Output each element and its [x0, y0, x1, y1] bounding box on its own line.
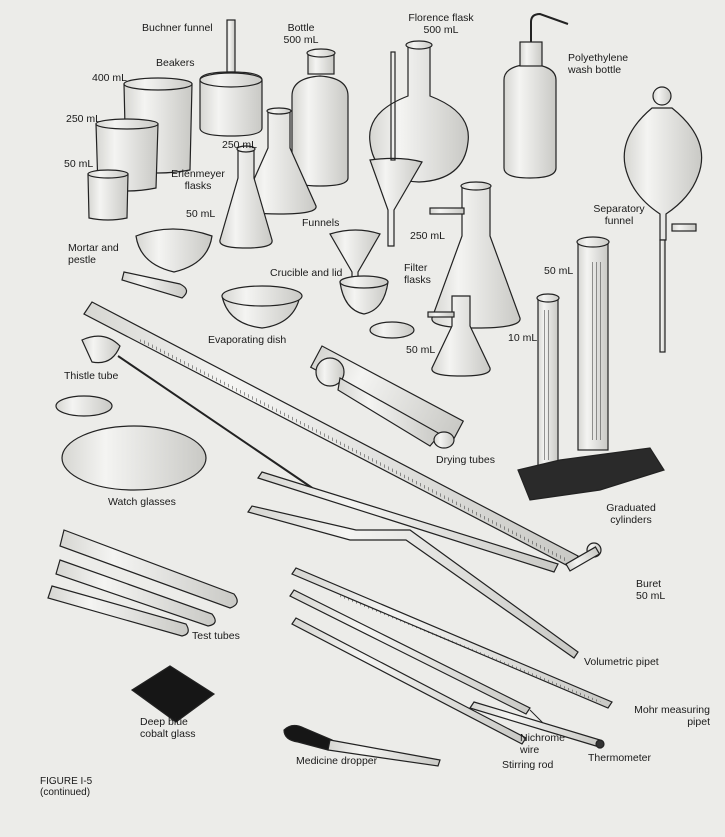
bottle-icon [291, 48, 349, 187]
graduated-cylinder-10-icon [536, 293, 560, 469]
label-mohr-pipet: Mohr measuring pipet [634, 704, 710, 728]
funnel-large-icon [369, 51, 423, 247]
mohr-pipet-icon [291, 567, 613, 709]
figure-caption: FIGURE I-5 [40, 776, 93, 787]
label-medicine-dropper: Medicine dropper [296, 755, 378, 767]
mortar-pestle-icon [121, 228, 213, 299]
cobalt-glass-icon [130, 665, 216, 723]
medicine-dropper-icon [283, 724, 441, 767]
test-tube-3-icon [47, 585, 189, 637]
test-tube-2-icon [55, 559, 216, 627]
label-watch-glasses: Watch glasses [108, 496, 176, 508]
volumetric-pipet-icon [247, 505, 579, 659]
label-crucible-lid: Crucible and lid [270, 267, 343, 279]
label-beaker-400: 400 mL [92, 72, 128, 84]
label-filter-50: 50 mL [406, 344, 436, 356]
separatory-funnel-icon [623, 86, 703, 353]
evaporating-dish-icon [221, 285, 303, 329]
erlenmeyer-50-icon [219, 145, 273, 249]
label-wash-bottle: Polyethylene wash bottle [568, 52, 629, 76]
label-thermometer: Thermometer [588, 752, 652, 764]
label-grad-10: 10 mL [508, 332, 538, 344]
graduated-cylinder-50-icon [576, 236, 610, 451]
label-thistle-tube: Thistle tube [64, 370, 119, 382]
label-test-tubes: Test tubes [192, 630, 240, 642]
label-drying-tubes: Drying tubes [436, 454, 495, 466]
label-beakers: Beakers [156, 57, 195, 69]
beaker-50-icon [87, 169, 129, 221]
watch-glass-small-icon [55, 395, 113, 417]
label-graduated-cylinders: Graduated cylinders [606, 502, 656, 526]
label-erlenmeyer-flasks: Erlenmeyer flasks [171, 168, 225, 192]
label-erlenmeyer-250: 250 mL [222, 139, 258, 151]
label-grad-50: 50 mL [544, 265, 574, 277]
label-volumetric-pipet: Volumetric pipet [584, 656, 659, 668]
label-funnels: Funnels [302, 217, 340, 229]
label-separatory-funnel: Separatory funnel [593, 203, 645, 227]
label-florence-flask: Florence flask 500 mL [408, 12, 474, 36]
label-filter-flasks: Filter flasks [404, 262, 431, 286]
wash-bottle-icon [503, 12, 569, 179]
label-evaporating-dish: Evaporating dish [208, 334, 287, 346]
buchner-funnel-icon [199, 19, 263, 137]
label-beaker-250: 250 mL [66, 113, 102, 125]
label-stirring-rod: Stirring rod [502, 759, 554, 771]
stirring-rod-icon [291, 617, 527, 745]
label-erlenmeyer-50: 50 mL [186, 208, 216, 220]
florence-flask-icon [369, 40, 469, 183]
label-bottle: Bottle 500 mL [283, 22, 319, 46]
thermometer-icon [469, 701, 605, 749]
buret-icon [257, 471, 602, 573]
drying-tube-icon [309, 345, 465, 449]
watch-glass-large-icon [61, 425, 207, 491]
thistle-tube-icon [81, 335, 331, 501]
label-buchner-funnel: Buchner funnel [142, 22, 213, 34]
label-buret: Buret 50 mL [636, 578, 666, 602]
test-tube-1-icon [59, 529, 238, 609]
label-filter-250: 250 mL [410, 230, 446, 242]
cylinder-base-icon [517, 447, 665, 501]
graduated-tube-icon [83, 301, 579, 569]
label-beaker-50: 50 mL [64, 158, 94, 170]
filter-flask-50-icon [427, 295, 491, 377]
label-cobalt-glass: Deep blue cobalt glass [140, 716, 196, 740]
crucible-icon [339, 275, 415, 339]
figure-caption-note: (continued) [40, 787, 91, 798]
label-mortar-pestle: Mortar and pestle [68, 242, 119, 266]
label-nichrome-wire: Nichrome wire [520, 732, 565, 756]
filter-flask-250-icon [429, 181, 521, 329]
